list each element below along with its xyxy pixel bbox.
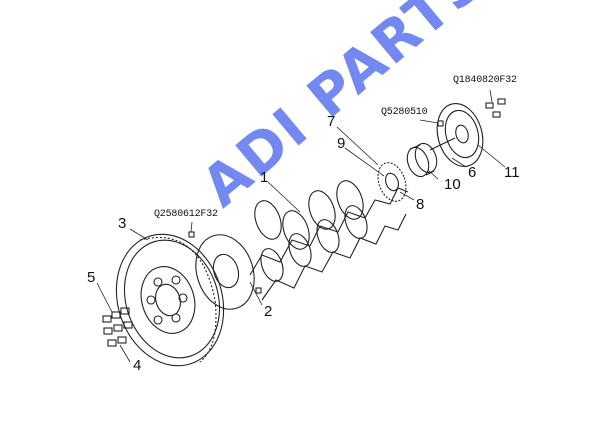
- crankshaft: [249, 180, 409, 301]
- callout-8: 8: [416, 196, 425, 213]
- callout-10: 10: [444, 176, 461, 193]
- callout-4: 4: [133, 357, 142, 374]
- leader-lines: [96, 89, 506, 363]
- part-code-q1840820f32: Q1840820F32: [453, 75, 517, 86]
- callout-6: 6: [468, 164, 477, 181]
- flywheel: [115, 233, 225, 367]
- part-code-q5280510: Q5280510: [381, 107, 428, 118]
- ring-gear-teeth: [139, 236, 217, 363]
- callout-7: 7: [327, 113, 336, 130]
- pulley-hub: [406, 142, 438, 178]
- callout-11: 11: [504, 164, 520, 181]
- callout-5: 5: [87, 269, 96, 286]
- flex-plate: [195, 234, 255, 310]
- crank-gear: [377, 162, 407, 202]
- callout-2: 2: [264, 303, 273, 320]
- crank-pulley: [429, 103, 484, 167]
- callout-3: 3: [118, 215, 127, 232]
- callout-9: 9: [337, 135, 346, 152]
- bolts: [102, 98, 506, 347]
- part-code-q2580612f32: Q2580612F32: [154, 209, 218, 220]
- callout-1: 1: [260, 169, 269, 186]
